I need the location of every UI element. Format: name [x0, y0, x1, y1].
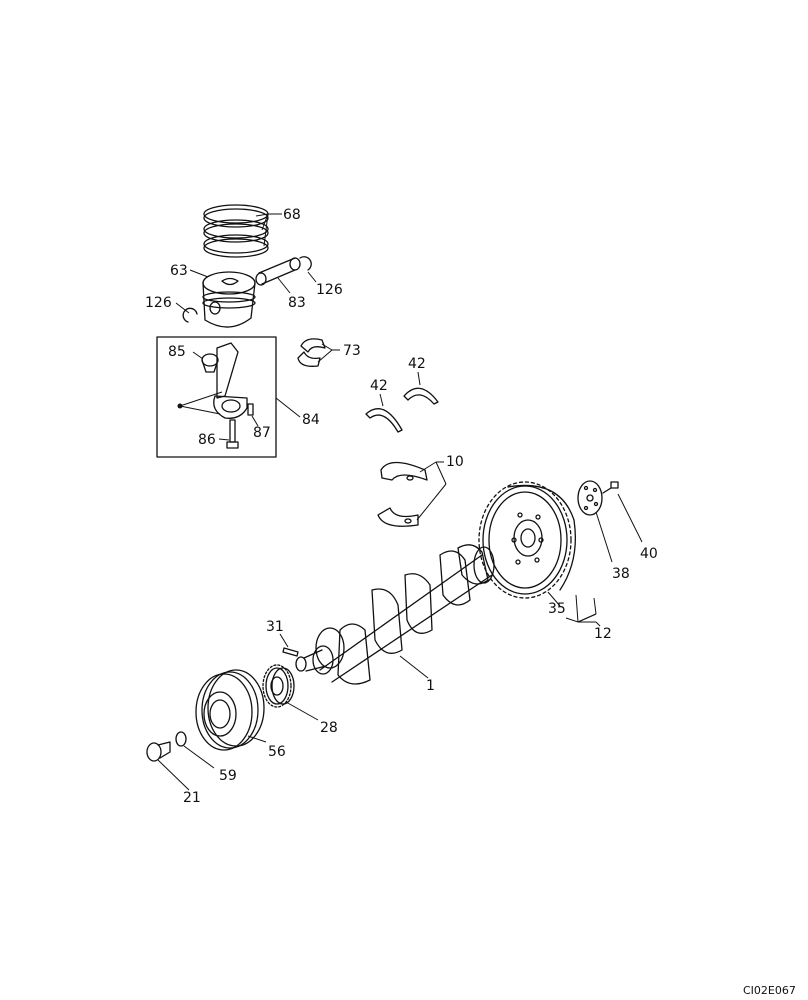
piston-rings: [203, 204, 269, 258]
reference-code: CI02E067: [743, 984, 796, 997]
rod-bolt: [226, 419, 239, 449]
callout-68: 68: [283, 207, 301, 223]
callout-73: 73: [343, 343, 361, 359]
piston: [202, 271, 256, 328]
crank-pulley: [195, 669, 265, 751]
crankshaft: [295, 544, 495, 685]
thrust-washer-2: [365, 408, 403, 433]
ring-gear-teeth: [478, 481, 572, 599]
callout-28: 28: [320, 720, 338, 736]
callout-126-left: 126: [145, 295, 172, 311]
callout-126-right: 126: [316, 282, 343, 298]
main-bearing-upper: [380, 461, 428, 481]
callout-85: 85: [168, 344, 186, 360]
leader-63: [189, 269, 209, 278]
thrust-washer-1: [403, 387, 439, 405]
crank-gear: [265, 667, 295, 705]
leader-84: [275, 397, 301, 418]
rod-bearing: [297, 338, 326, 367]
callout-21: 21: [183, 790, 201, 806]
callout-40: 40: [640, 546, 658, 562]
connecting-rod: [201, 342, 248, 419]
callout-86: 86: [198, 432, 216, 448]
connecting-rod-kit-box: [156, 336, 277, 458]
callout-83: 83: [288, 295, 306, 311]
snap-ring-right: [299, 256, 312, 271]
callout-12: 12: [594, 626, 612, 642]
callout-1: 1: [426, 678, 435, 694]
woodruff-key: [282, 647, 299, 657]
flywheel-plate: [577, 480, 603, 516]
pulley-bolt: [146, 741, 171, 762]
callout-42-lower: 42: [370, 378, 388, 394]
flywheel-bolt: [602, 481, 619, 494]
flywheel: [482, 484, 577, 595]
callout-56: 56: [268, 744, 286, 760]
callout-63: 63: [170, 263, 188, 279]
main-bearing-lower: [377, 507, 419, 527]
callout-87: 87: [253, 425, 271, 441]
piston-pin: [255, 257, 301, 286]
callout-31: 31: [266, 619, 284, 635]
callout-35: 35: [548, 601, 566, 617]
callout-84: 84: [302, 412, 320, 428]
callout-10: 10: [446, 454, 464, 470]
washer: [175, 731, 187, 747]
callout-38: 38: [612, 566, 630, 582]
leader-68: [255, 213, 282, 217]
rod-nut: [247, 403, 254, 416]
callout-59: 59: [219, 768, 237, 784]
callout-42-upper: 42: [408, 356, 426, 372]
